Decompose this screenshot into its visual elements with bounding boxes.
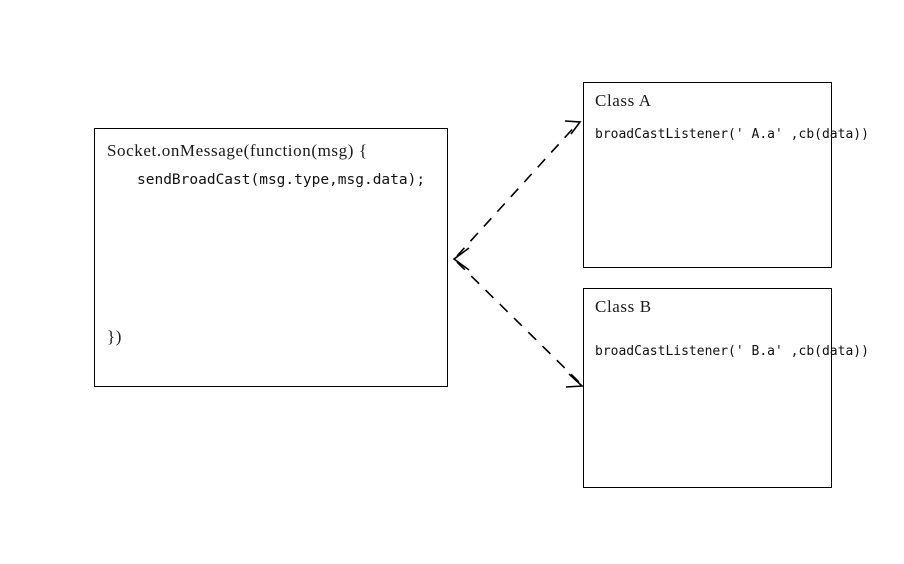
send-broadcast-call-line: sendBroadCast(msg.type,msg.data); — [137, 172, 426, 188]
class-b-title: Class B — [595, 297, 652, 316]
class-a-listener-line: broadCastListener(' A.a' ,cb(data)) — [595, 127, 869, 142]
class-a-title: Class A — [595, 91, 652, 110]
socket-on-message-block[interactable]: Socket.onMessage(function(msg) { sendBro… — [94, 128, 448, 387]
socket-on-message-close-line: }) — [107, 327, 123, 346]
arrowhead-class-a — [564, 120, 582, 135]
arrowhead-source-vertex — [452, 247, 470, 271]
socket-on-message-open-line: Socket.onMessage(function(msg) { — [107, 141, 368, 160]
class-a-box[interactable]: Class A broadCastListener(' A.a' ,cb(dat… — [583, 82, 869, 268]
class-b-listener-line: broadCastListener(' B.a' ,cb(data)) — [595, 344, 869, 359]
arrowhead-class-b — [565, 373, 584, 388]
connector-to-class-b — [456, 261, 583, 386]
class-b-box[interactable]: Class B broadCastListener(' B.a' ,cb(dat… — [583, 288, 869, 488]
connector-to-class-a — [456, 122, 579, 257]
